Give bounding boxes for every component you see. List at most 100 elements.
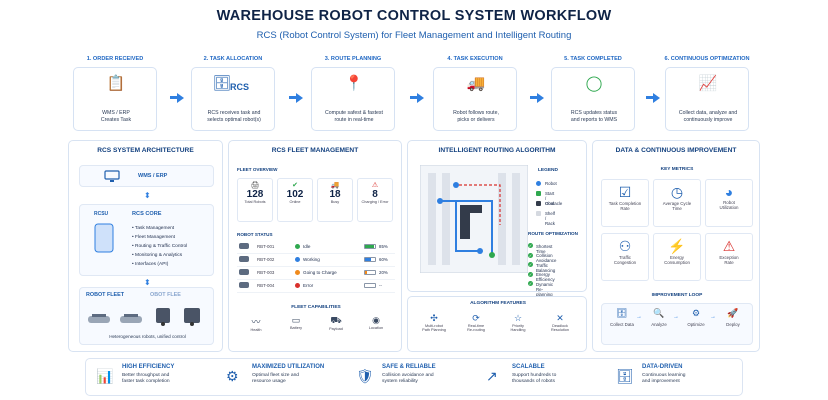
metric-card: ☑Task Completion Rate <box>601 179 649 227</box>
improvement-loop: 🗄Collect Data→🔍Analyze→⚙Optimize→🚀Deploy <box>601 303 753 345</box>
loop-arrow-icon: → <box>710 314 716 320</box>
capability: ⛟Payload <box>317 315 355 331</box>
page-subtitle: RCS (Robot Control System) for Fleet Man… <box>256 30 572 41</box>
step-title-2: 2. TASK ALLOCATION <box>203 56 263 62</box>
battery-value: 60% <box>379 257 388 262</box>
metric-card: ⚠Exception Rate <box>705 233 753 281</box>
feature-icon: ⟳ <box>472 313 480 323</box>
loop-step: 🚀 Deploy <box>717 308 749 327</box>
legend-title: LEGEND <box>538 168 558 173</box>
battery-icon <box>364 283 376 288</box>
loop-title: IMPROVEMENT LOOP <box>651 293 703 298</box>
battery-value: 20% <box>379 270 388 275</box>
routing-title: INTELLIGENT ROUTING ALGORITHM <box>438 147 556 154</box>
battery-fill <box>365 258 371 261</box>
benefit-icon: 📊 <box>96 368 114 384</box>
route-option-label: Collision Avoidance <box>536 253 557 263</box>
loop-label: Analyze <box>651 322 667 327</box>
step-arrow-bar-4 <box>530 96 537 99</box>
features-panel: ALGORITHM FEATURES ✣Multi-robot Path Pla… <box>407 296 587 352</box>
stat-icon: 🖨 <box>250 182 260 189</box>
check-icon: ✓ <box>528 243 533 248</box>
metric-icon: ⚡ <box>668 238 686 254</box>
data-panel: DATA & CONTINUOUS IMPROVEMENT KEY METRIC… <box>592 140 760 352</box>
metric-icon: ⚇ <box>618 238 632 254</box>
legend-swatch <box>536 211 541 216</box>
robot-icon <box>239 269 249 275</box>
loop-label: Optimize <box>687 322 705 327</box>
step-arrow-bar-2 <box>289 96 296 99</box>
benefit-icon: ↗ <box>486 368 498 384</box>
battery-value: 85% <box>379 244 388 249</box>
legend-swatch <box>536 191 541 196</box>
step-arrow-icon-1 <box>177 92 184 103</box>
step-arrow-icon-5 <box>653 92 660 103</box>
stat-icon: ⚠ <box>371 182 379 189</box>
step-arrow-icon-2 <box>296 92 303 103</box>
loop-step: ⚙Optimize <box>680 308 712 327</box>
step-title-5: 5. TASK COMPLETED <box>564 56 622 62</box>
metric-label: Average Cycle Time <box>662 201 692 211</box>
capability-icon: ◉ <box>372 315 380 325</box>
loop-icon: 🚀 <box>727 308 739 318</box>
updown-arrow-icon: ⬍ <box>144 191 151 200</box>
loop-label: Deploy <box>726 322 740 327</box>
data-title: DATA & CONTINUOUS IMPROVEMENT <box>615 147 737 154</box>
features-title: ALGORITHM FEATURES <box>470 301 526 306</box>
feature-icon: ✣ <box>430 313 438 323</box>
metric-card: ⚇Traffic Congestion <box>601 233 649 281</box>
capability-icon: ⛟ <box>330 315 342 325</box>
stat-icon: ✔ <box>292 182 298 189</box>
robot-fleet-box: ROBOT FLEET OBOT FLEE Heterogeneous robo… <box>79 287 214 345</box>
benefit-icon: ⚙ <box>226 368 239 384</box>
step-icon-5: ◯ <box>585 75 603 92</box>
metric-label: Energy Consumption <box>664 255 690 265</box>
core-prefix: RCSU <box>94 211 109 217</box>
step-title-1: 1. ORDER RECEIVED <box>86 56 144 62</box>
fleet-label-faded: OBOT FLEE <box>150 292 181 298</box>
feature-icon: ✕ <box>556 313 564 323</box>
battery-value: -- <box>379 283 382 288</box>
step-title-4: 4. TASK EXECUTION <box>447 56 503 62</box>
robot-icon <box>239 243 249 249</box>
page-title: WAREHOUSE ROBOT CONTROL SYSTEM WORKFLOW <box>216 8 612 24</box>
rcs-core-box: RCSU RCS CORE • Task Management• Fleet M… <box>79 204 214 276</box>
step-arrow-bar-1 <box>170 96 177 99</box>
step-desc-1: WMS / ERP Creates Task <box>100 110 132 123</box>
battery-icon <box>364 257 376 262</box>
robot-id: RBT-001 <box>257 244 275 249</box>
benefit-title: MAXIMIZED UTILIZATION <box>252 364 325 370</box>
feature: ☆Priority Handling <box>498 313 538 332</box>
step-desc-5: RCS updates status and reports to WMS <box>570 110 618 123</box>
stat-icon: 🚚 <box>330 182 340 189</box>
metric-label: Robot Utilization <box>719 200 739 210</box>
legend-label: Shelf / Rack <box>545 211 556 226</box>
loop-label: Collect Data <box>610 322 634 327</box>
route-option-label: Dynamic Re-planning <box>536 281 554 297</box>
battery-icon <box>364 244 376 249</box>
tablet-icon <box>94 223 114 253</box>
feature: ✣Multi-robot Path Planning <box>414 313 454 332</box>
capability-icon: ▭ <box>291 315 301 325</box>
capability: ▭Battery <box>277 315 315 330</box>
loop-icon: 🔍 <box>653 308 665 318</box>
check-icon: ✓ <box>528 271 533 277</box>
stat-value: 128 <box>246 189 264 200</box>
wms-label: WMS / ERP <box>138 173 168 179</box>
stat-label: Charging / Error <box>361 200 389 204</box>
updown-arrow-icon-2: ⬍ <box>144 278 151 287</box>
stat-label: Total Robots <box>244 200 266 204</box>
status-dot <box>295 257 300 262</box>
loop-arrow-icon: → <box>673 314 679 320</box>
battery-fill <box>365 245 374 248</box>
stat-label: Busy <box>330 200 340 204</box>
capabilities: 〰Health▭Battery⛟Payload◉Location <box>237 315 395 345</box>
